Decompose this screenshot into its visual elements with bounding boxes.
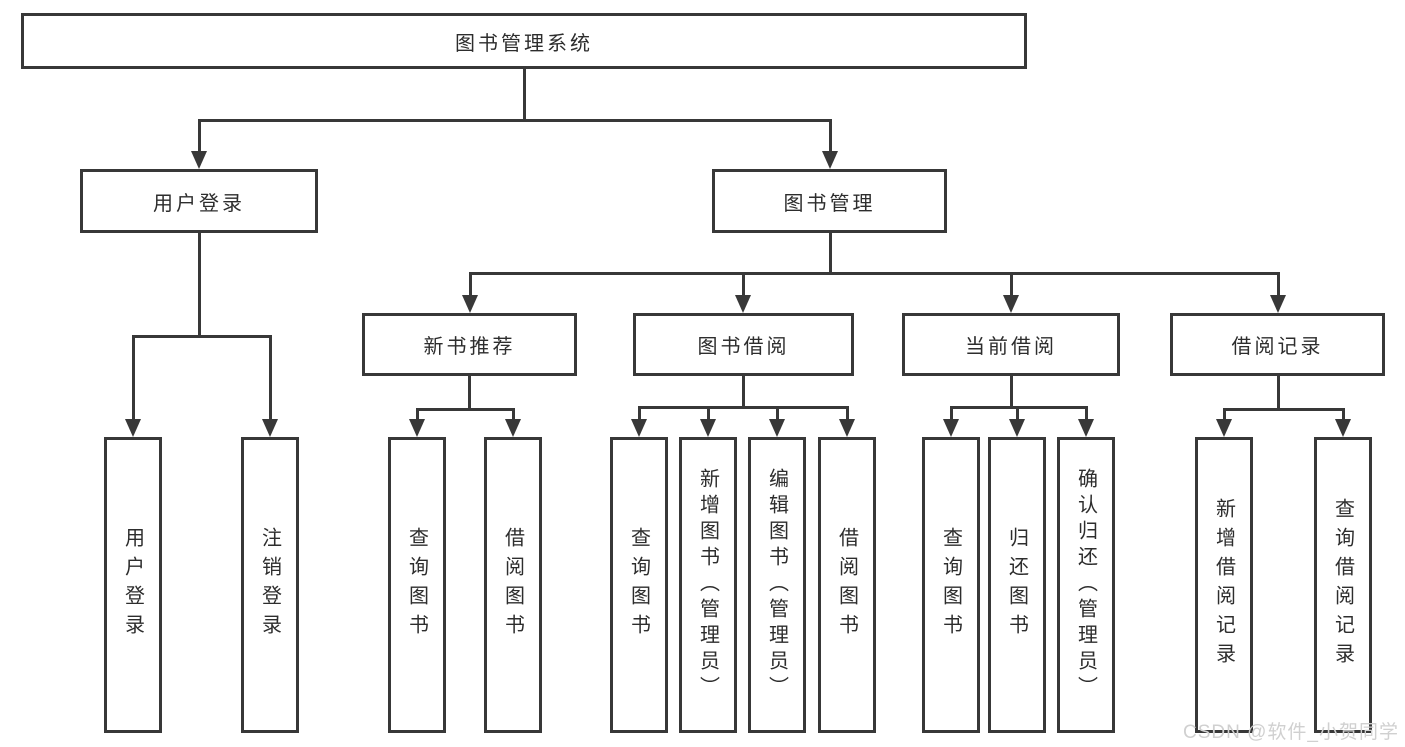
arrow-down-icon [1335,419,1351,437]
watermark: CSDN @软件_小贺同学 [1183,722,1399,743]
connector-line [269,335,272,427]
node-current-borrow: 当前借阅 [902,313,1120,376]
node-user-login-label: 用户登录 [153,192,245,215]
leaf-current-confirm-return-label: 确认归还（管理员） [1074,468,1097,702]
connector-line [1010,376,1013,406]
leaf-recommend-borrow-book: 借阅图书 [484,437,542,733]
connector-line [468,376,471,408]
connector-line [523,69,526,119]
connector-line [1223,408,1226,429]
connector-line [846,406,849,429]
arrow-down-icon [1270,295,1286,313]
arrow-down-icon [735,295,751,313]
leaf-recommend-borrow-book-label: 借阅图书 [501,527,524,643]
leaf-borrow-borrow-book-label: 借阅图书 [835,527,858,643]
node-root-system: 图书管理系统 [21,13,1027,69]
leaf-current-confirm-return: 确认归还（管理员） [1057,437,1115,733]
node-book-borrow: 图书借阅 [633,313,854,376]
connector-line [1016,406,1019,429]
leaf-record-add-record-label: 新增借阅记录 [1212,498,1235,672]
arrow-down-icon [839,419,855,437]
arrow-down-icon [1216,419,1232,437]
leaf-record-add-record: 新增借阅记录 [1195,437,1253,733]
connector-line [829,233,832,272]
arrow-down-icon [943,419,959,437]
arrow-down-icon [631,419,647,437]
connector-line [707,406,710,429]
arrow-down-icon [822,151,838,169]
node-book-management-label: 图书管理 [783,192,876,215]
connector-line [742,376,745,406]
node-new-book-recommend-label: 新书推荐 [423,336,516,358]
connector-line [950,406,953,429]
connector-line [1277,272,1280,302]
connector-line [198,119,201,159]
node-book-management: 图书管理 [712,169,947,233]
connector-line [198,233,201,335]
connector-line [469,272,472,302]
arrow-down-icon [262,419,278,437]
leaf-current-return-book: 归还图书 [988,437,1046,733]
leaf-borrow-edit-book-label: 编辑图书（管理员） [765,468,788,702]
leaf-recommend-query-book-label: 查询图书 [405,527,428,643]
connector-line [638,406,641,429]
arrow-down-icon [1078,419,1094,437]
leaf-borrow-add-book-label: 新增图书（管理员） [696,468,719,702]
node-root-label: 图书管理系统 [455,32,593,55]
connector-line [638,406,849,409]
leaf-borrow-borrow-book: 借阅图书 [818,437,876,733]
arrow-down-icon [125,419,141,437]
connector-line [512,408,515,429]
leaf-logout-label: 注销登录 [258,527,281,643]
leaf-user-login: 用户登录 [104,437,162,733]
arrow-down-icon [191,151,207,169]
connector-line [132,335,271,338]
node-current-borrow-label: 当前借阅 [965,336,1057,358]
arrow-down-icon [462,295,478,313]
connector-line [1342,408,1345,429]
connector-line [132,335,135,427]
leaf-logout: 注销登录 [241,437,299,733]
leaf-current-return-book-label: 归还图书 [1005,527,1028,643]
leaf-borrow-add-book: 新增图书（管理员） [679,437,737,733]
connector-line [198,119,832,122]
connector-line [1277,376,1280,408]
connector-line [469,272,1280,275]
leaf-current-query-book-label: 查询图书 [939,527,962,643]
arrow-down-icon [769,419,785,437]
connector-line [1223,408,1344,411]
leaf-borrow-query-book: 查询图书 [610,437,668,733]
node-user-login: 用户登录 [80,169,318,233]
arrow-down-icon [409,419,425,437]
node-new-book-recommend: 新书推荐 [362,313,577,376]
connector-line [950,406,1088,409]
connector-line [416,408,515,411]
node-borrow-record-label: 借阅记录 [1231,336,1324,358]
node-borrow-record: 借阅记录 [1170,313,1385,376]
connector-line [776,406,779,429]
node-book-borrow-label: 图书借阅 [697,336,790,358]
arrow-down-icon [505,419,521,437]
connector-line [829,119,832,159]
connector-line [416,408,419,429]
leaf-record-query-record: 查询借阅记录 [1314,437,1372,733]
leaf-borrow-query-book-label: 查询图书 [627,527,650,643]
connector-line [1085,406,1088,429]
leaf-current-query-book: 查询图书 [922,437,980,733]
arrow-down-icon [1003,295,1019,313]
leaf-recommend-query-book: 查询图书 [388,437,446,733]
leaf-user-login-label: 用户登录 [121,527,144,643]
leaf-borrow-edit-book: 编辑图书（管理员） [748,437,806,733]
leaf-record-query-record-label: 查询借阅记录 [1331,498,1354,672]
connector-line [1010,272,1013,302]
connector-line [742,272,745,302]
arrow-down-icon [1009,419,1025,437]
arrow-down-icon [700,419,716,437]
